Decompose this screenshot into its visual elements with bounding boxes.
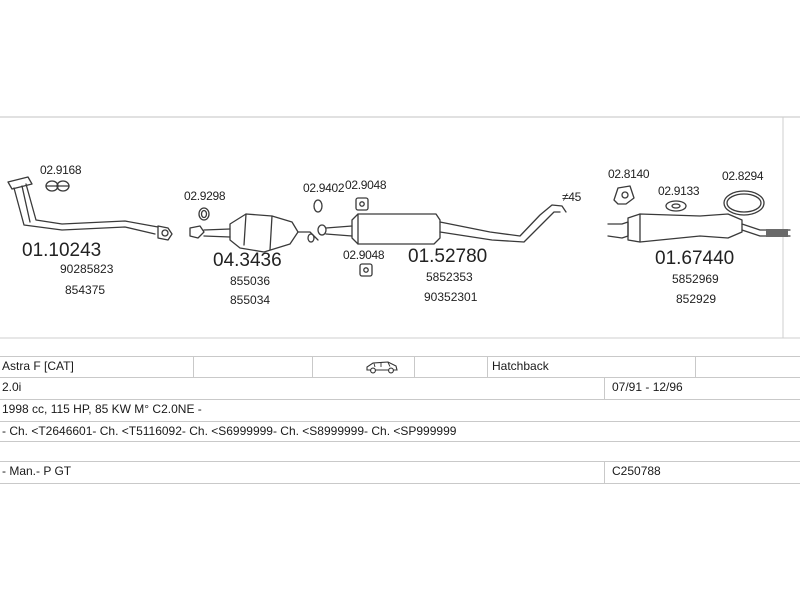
angle-label: ≠45 <box>562 190 582 204</box>
gasket-02-9133-drawing <box>665 200 687 212</box>
clamp-02-9402-drawing <box>313 199 323 213</box>
column-divider <box>695 357 696 377</box>
column-divider <box>604 462 605 483</box>
table-row-transmission: - Man.- P GT C250788 <box>0 462 800 484</box>
body-type-cell: Hatchback <box>492 359 549 373</box>
part-4-main-code: 01.67440 <box>655 248 734 269</box>
clamp-02-9298-drawing <box>198 207 210 221</box>
table-row-spec: 1998 cc, 115 HP, 85 KW M° C2.0NE - <box>0 400 800 422</box>
rear-silencer-drawing <box>607 213 791 243</box>
clamp-02-8294-drawing <box>723 190 765 216</box>
part-4-ref-2: 852929 <box>676 292 716 306</box>
part-3-ref-2: 90352301 <box>424 290 478 304</box>
part-2-small-code: 02.9298 <box>184 189 226 203</box>
catalyst-drawing <box>189 213 319 253</box>
part-2-main-code: 04.3436 <box>213 250 282 271</box>
set-code-cell: C250788 <box>612 464 661 478</box>
part-4-small-code-3: 02.8294 <box>722 169 764 183</box>
column-divider <box>312 357 313 377</box>
gasket-02-9168-drawing <box>45 180 70 192</box>
part-1-ref-2: 854375 <box>65 283 105 297</box>
chassis-cell: - Ch. <T2646601- Ch. <T5116092- Ch. <S69… <box>2 424 457 438</box>
part-1-main-code: 01.10243 <box>22 240 101 261</box>
column-divider <box>604 378 605 399</box>
spec-cell: 1998 cc, 115 HP, 85 KW M° C2.0NE - <box>2 402 202 416</box>
column-divider <box>487 357 488 377</box>
part-3-small-code-3: 02.9048 <box>343 248 385 262</box>
model-cell: Astra F [CAT] <box>2 359 74 373</box>
hanger-02-9048-lower-drawing <box>359 263 373 277</box>
column-divider <box>193 357 194 377</box>
hanger-02-8140-drawing <box>613 185 635 205</box>
engine-cell: 2.0i <box>2 380 22 394</box>
part-3-small-code-1: 02.9402 <box>303 181 345 195</box>
table-row-model: Astra F [CAT] Hatchback <box>0 356 800 378</box>
middle-silencer-drawing <box>317 204 567 245</box>
part-1-small-code: 02.9168 <box>40 163 82 177</box>
transmission-cell: - Man.- P GT <box>2 464 72 478</box>
part-2-ref-2: 855034 <box>230 293 270 307</box>
part-3-main-code: 01.52780 <box>408 246 487 267</box>
part-4-ref-1: 5852969 <box>672 272 719 286</box>
hanger-02-9048-upper-drawing <box>355 197 369 211</box>
table-row-chassis: - Ch. <T2646601- Ch. <T5116092- Ch. <S69… <box>0 422 800 442</box>
part-1-ref-1: 90285823 <box>60 262 114 276</box>
part-3-ref-1: 5852353 <box>426 270 473 284</box>
table-row-empty <box>0 442 800 462</box>
downpipe-drawing <box>7 176 173 241</box>
part-4-small-code-2: 02.9133 <box>658 184 700 198</box>
car-hatchback-icon <box>362 357 400 377</box>
part-2-ref-1: 855036 <box>230 274 270 288</box>
column-divider <box>414 357 415 377</box>
table-row-engine: 2.0i 07/91 - 12/96 <box>0 378 800 400</box>
period-cell: 07/91 - 12/96 <box>612 380 683 394</box>
part-3-small-code-2: 02.9048 <box>345 178 387 192</box>
part-4-small-code-1: 02.8140 <box>608 167 650 181</box>
